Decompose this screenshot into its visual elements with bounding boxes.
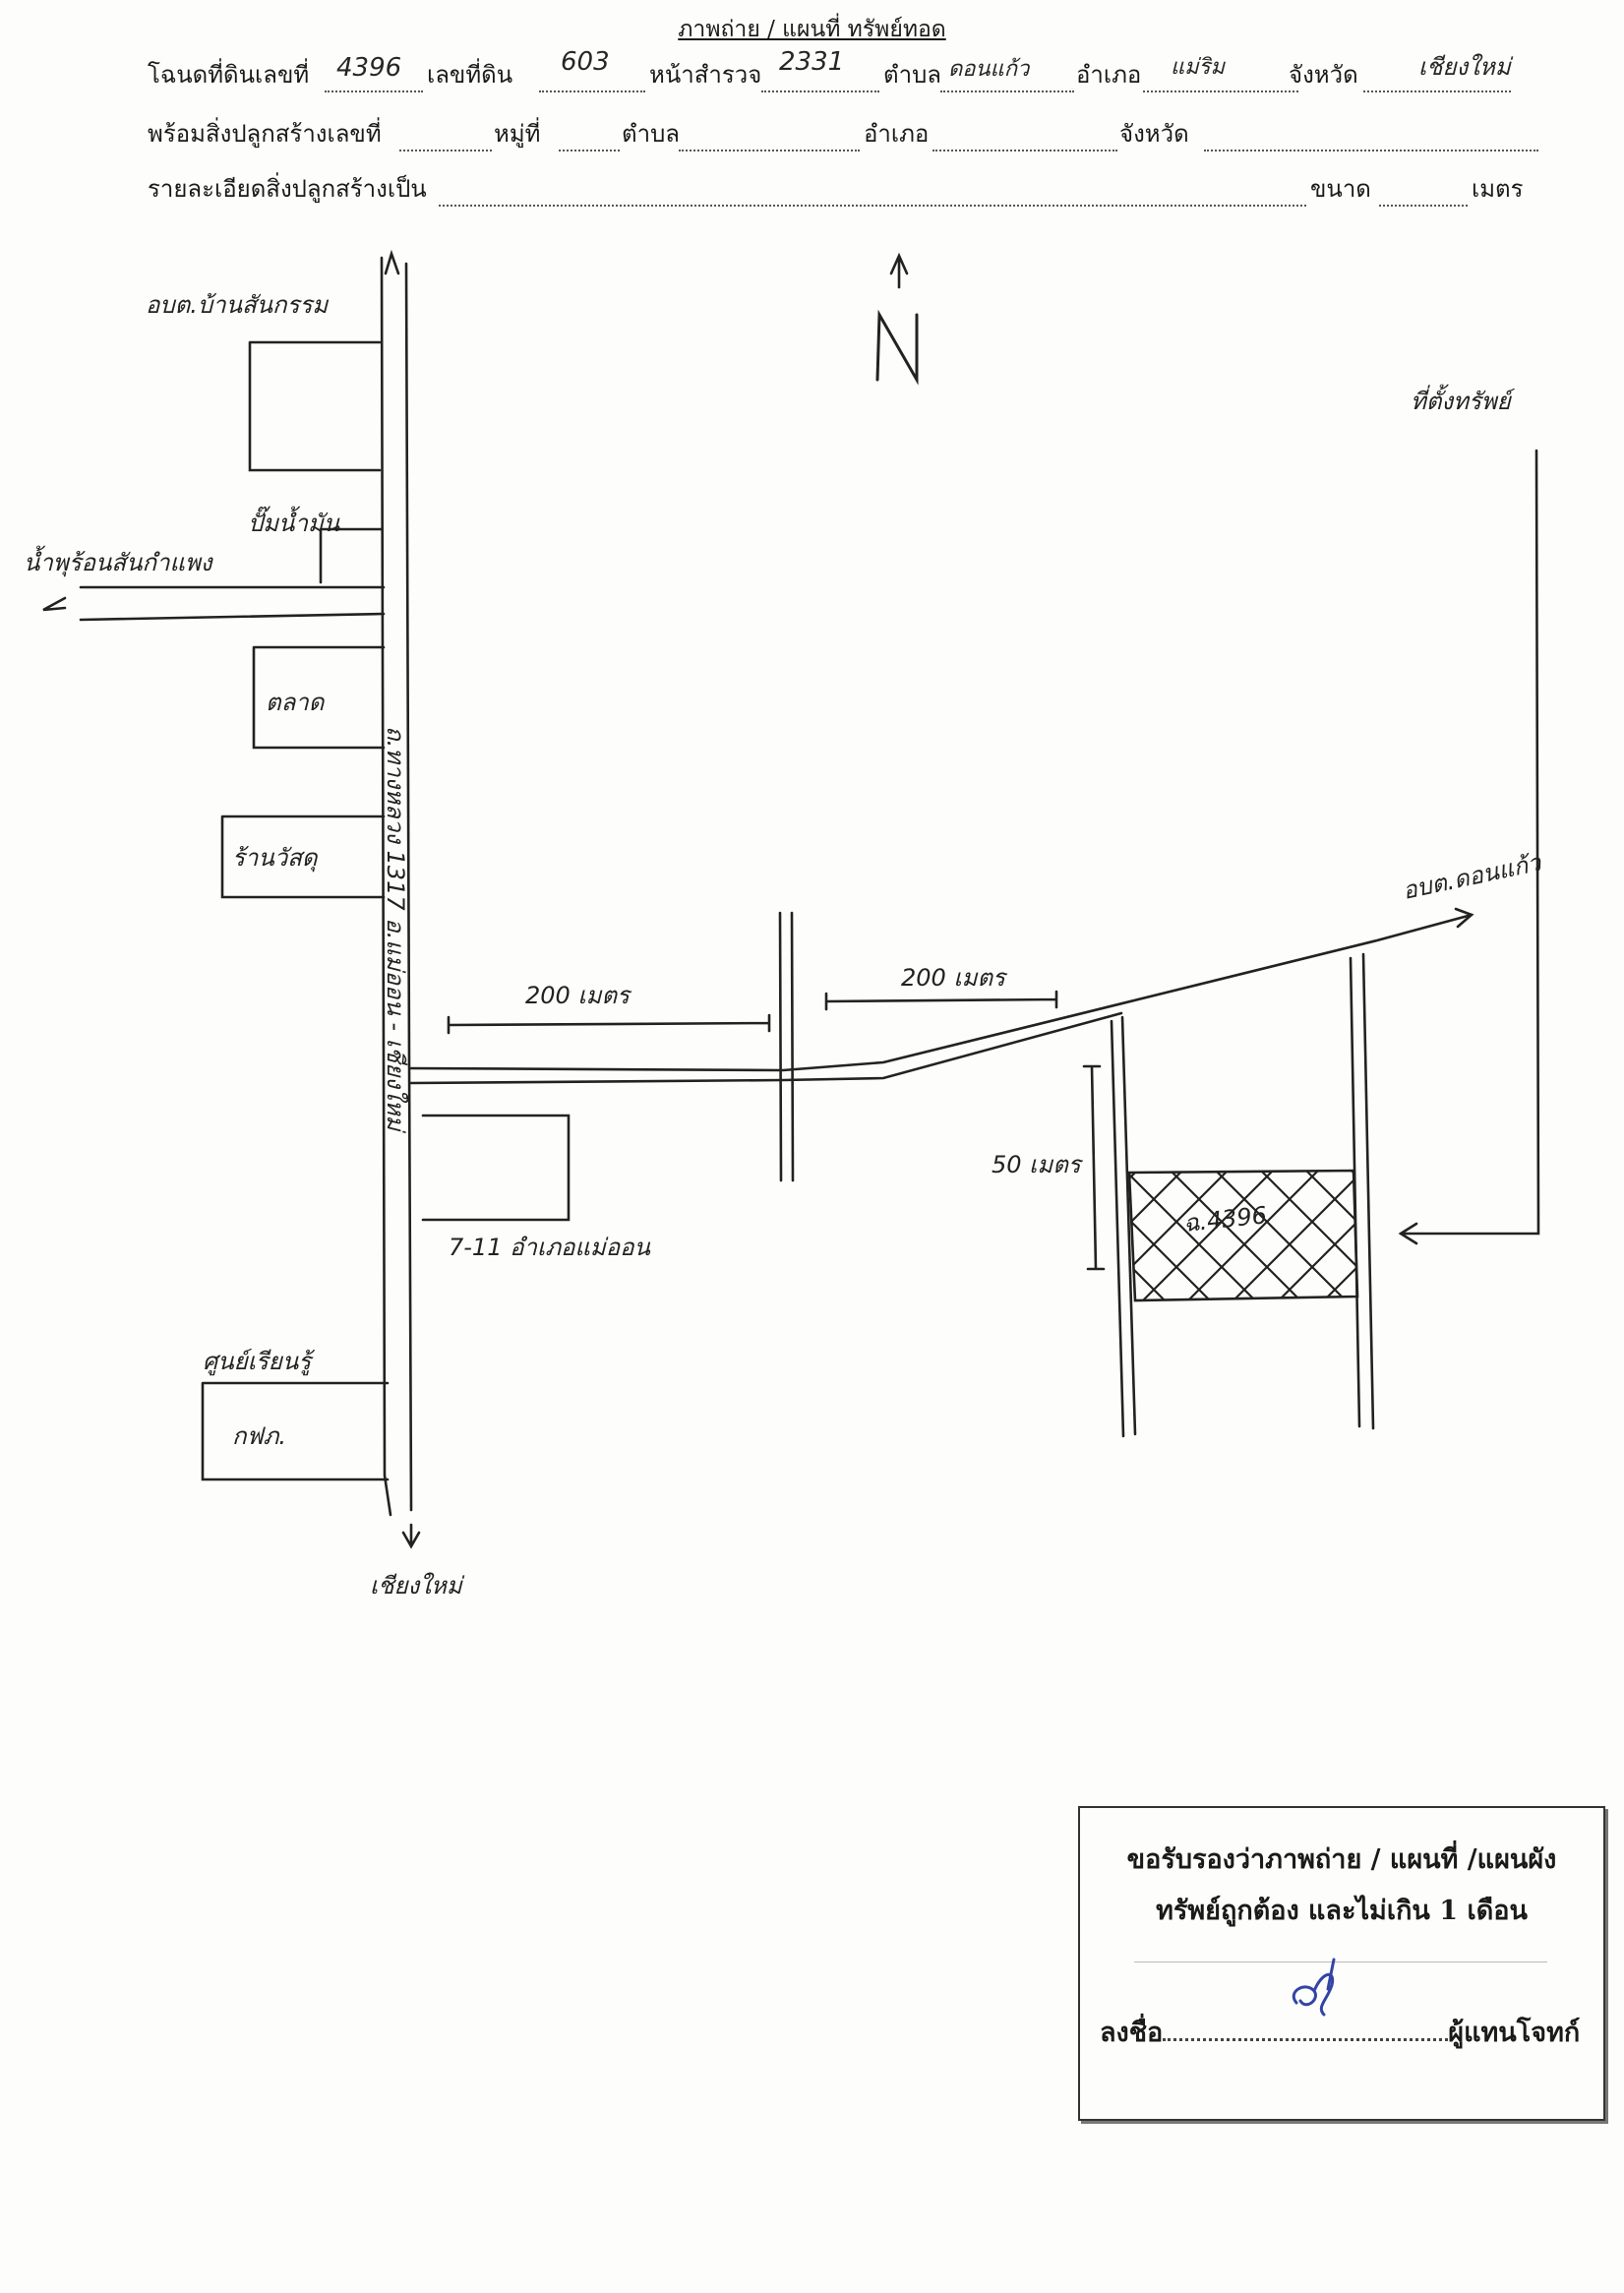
signature-mark [1292, 1958, 1336, 2017]
tile-shop-block [220, 815, 386, 899]
deed-no-field: 4396 [325, 53, 423, 92]
amphoe2-field [932, 120, 1117, 151]
deed-label: โฉนดที่ดินเลขที่ [148, 61, 310, 89]
certification-box: ขอรับรองว่าภาพถ่าย / แผนที่ /แผนผัง ทรัพ… [1078, 1806, 1605, 2121]
dim-200-left [447, 1013, 771, 1035]
label-gas-station: ปั๊มน้ำมัน [248, 506, 340, 537]
property-pointer [1398, 449, 1540, 1245]
signature-row: ลงชื่อ ผู้แทนโจทก์ [1100, 2011, 1596, 2053]
highway-east-edge [404, 262, 413, 1512]
signature-line [1163, 2017, 1449, 2041]
soi-west-edge-b [1120, 1015, 1137, 1436]
tambon2-label: ตำบล [622, 120, 681, 148]
moo-label: หมู่ที่ [494, 120, 541, 148]
sign-label: ลงชื่อ [1100, 2018, 1164, 2048]
seven-eleven-block [421, 1114, 571, 1222]
amphoe2-label: อำเภอ [864, 120, 930, 148]
west-road-arrow [42, 596, 67, 612]
size-field [1379, 175, 1468, 207]
certification-line2: ทรัพย์ถูกต้อง และไม่เกิน 1 เดือน [1156, 1896, 1528, 1926]
tambon-value: ดอนแก้ว [948, 57, 1030, 82]
market-block [252, 645, 386, 750]
land-no-value: 603 [561, 47, 610, 77]
label-seven-eleven: 7-11 อำเภอแม่ออน [449, 1234, 651, 1261]
label-tile-shop: ร้านวัสดุ [232, 844, 319, 873]
building-no-field [399, 120, 492, 151]
tambon2-field [679, 120, 860, 151]
document-heading: ภาพถ่าย / แผนที่ ทรัพย์ทอด [678, 17, 946, 42]
east-road-north-edge [409, 913, 1474, 1072]
land-no-label: เลขที่ดิน [427, 61, 513, 89]
highway-west-edge [380, 256, 392, 1517]
amphoe-value: แม่ริม [1171, 55, 1225, 80]
label-tao-top-left: อบต.บ้านสันกรรม [146, 291, 329, 319]
label-road-west-dest: น้ำพุร้อนสันกำแพง [24, 545, 214, 577]
label-dist-200-right: 200 เมตร [901, 964, 1008, 992]
amphoe-field: แม่ริม [1143, 55, 1298, 92]
deed-no-value: 4396 [336, 53, 402, 83]
signer-role: ผู้แทนโจทก์ [1448, 2018, 1581, 2048]
label-property: ที่ตั้งทรัพย์ [1411, 384, 1516, 415]
label-road-south-dest: เชียงใหม่ [370, 1572, 465, 1599]
north-arrow-on-road [384, 249, 400, 275]
east-road-arrow [1454, 907, 1474, 929]
label-market: ตลาด [266, 689, 326, 716]
east-road-south-edge [409, 1011, 1123, 1085]
dim-200-right [824, 990, 1058, 1011]
cross-lane-west-edge [778, 911, 783, 1182]
label-electricity: กฟภ. [232, 1422, 286, 1450]
cross-lane-east-edge [790, 911, 795, 1182]
detail-label: รายละเอียดสิ่งปลูกสร้างเป็น [148, 175, 427, 203]
form-line-deed: โฉนดที่ดินเลขที่ 4396 เลขที่ดิน 603 หน้า… [148, 47, 1525, 94]
detail-field [439, 175, 1306, 207]
label-dist-200-left: 200 เมตร [525, 982, 632, 1009]
tambon-label: ตำบล [883, 61, 942, 89]
unit-label: เมตร [1472, 175, 1524, 203]
north-arrow-shaft [889, 252, 909, 289]
label-dist-50: 50 เมตร [992, 1151, 1084, 1178]
soi-east-edge-b [1361, 952, 1375, 1430]
land-no-field: 603 [539, 47, 645, 92]
amphoe-label: อำเภอ [1076, 61, 1142, 89]
tao-building-block [248, 340, 382, 472]
survey-no-value: 2331 [779, 47, 845, 77]
north-letter [875, 309, 919, 386]
soi-west-edge-a [1110, 1019, 1125, 1438]
label-tao-right: อบต.ดอนแก้ว [1400, 848, 1544, 904]
tambon-field: ดอนแก้ว [940, 57, 1074, 92]
province-value: เชียงใหม่ [1418, 53, 1511, 81]
province-label: จังหวัด [1289, 61, 1358, 89]
label-learning-center: ศูนย์เรียนรู้ [203, 1348, 316, 1376]
province-field: เชียงใหม่ [1363, 53, 1511, 92]
property-parcel [1127, 1169, 1359, 1302]
survey-label: หน้าสำรวจ [649, 61, 762, 89]
province2-label: จังหวัด [1119, 120, 1189, 148]
building-label: พร้อมสิ่งปลูกสร้างเลขที่ [148, 120, 382, 148]
survey-no-field: 2331 [761, 47, 879, 92]
province2-field [1204, 120, 1538, 151]
moo-field [559, 120, 620, 151]
electricity-block [201, 1381, 390, 1481]
form-line-building: พร้อมสิ่งปลูกสร้างเลขที่ หมู่ที่ ตำบล อำ… [148, 114, 1538, 153]
size-label: ขนาด [1310, 175, 1371, 203]
dim-50 [1082, 1064, 1106, 1271]
certification-line1: ขอรับรองว่าภาพถ่าย / แผนที่ /แผนผัง [1126, 1844, 1557, 1875]
form-line-detail: รายละเอียดสิ่งปลูกสร้างเป็น ขนาด เมตร [148, 169, 1525, 209]
certification-divider [1134, 1961, 1547, 1962]
south-arrow [401, 1523, 421, 1549]
label-highway: ถ.ทางหลวง 1317 อ.แม่ออน - เชียงใหม่ [382, 726, 409, 1133]
west-road-south-edge [79, 612, 386, 622]
gas-station-block [319, 527, 384, 584]
